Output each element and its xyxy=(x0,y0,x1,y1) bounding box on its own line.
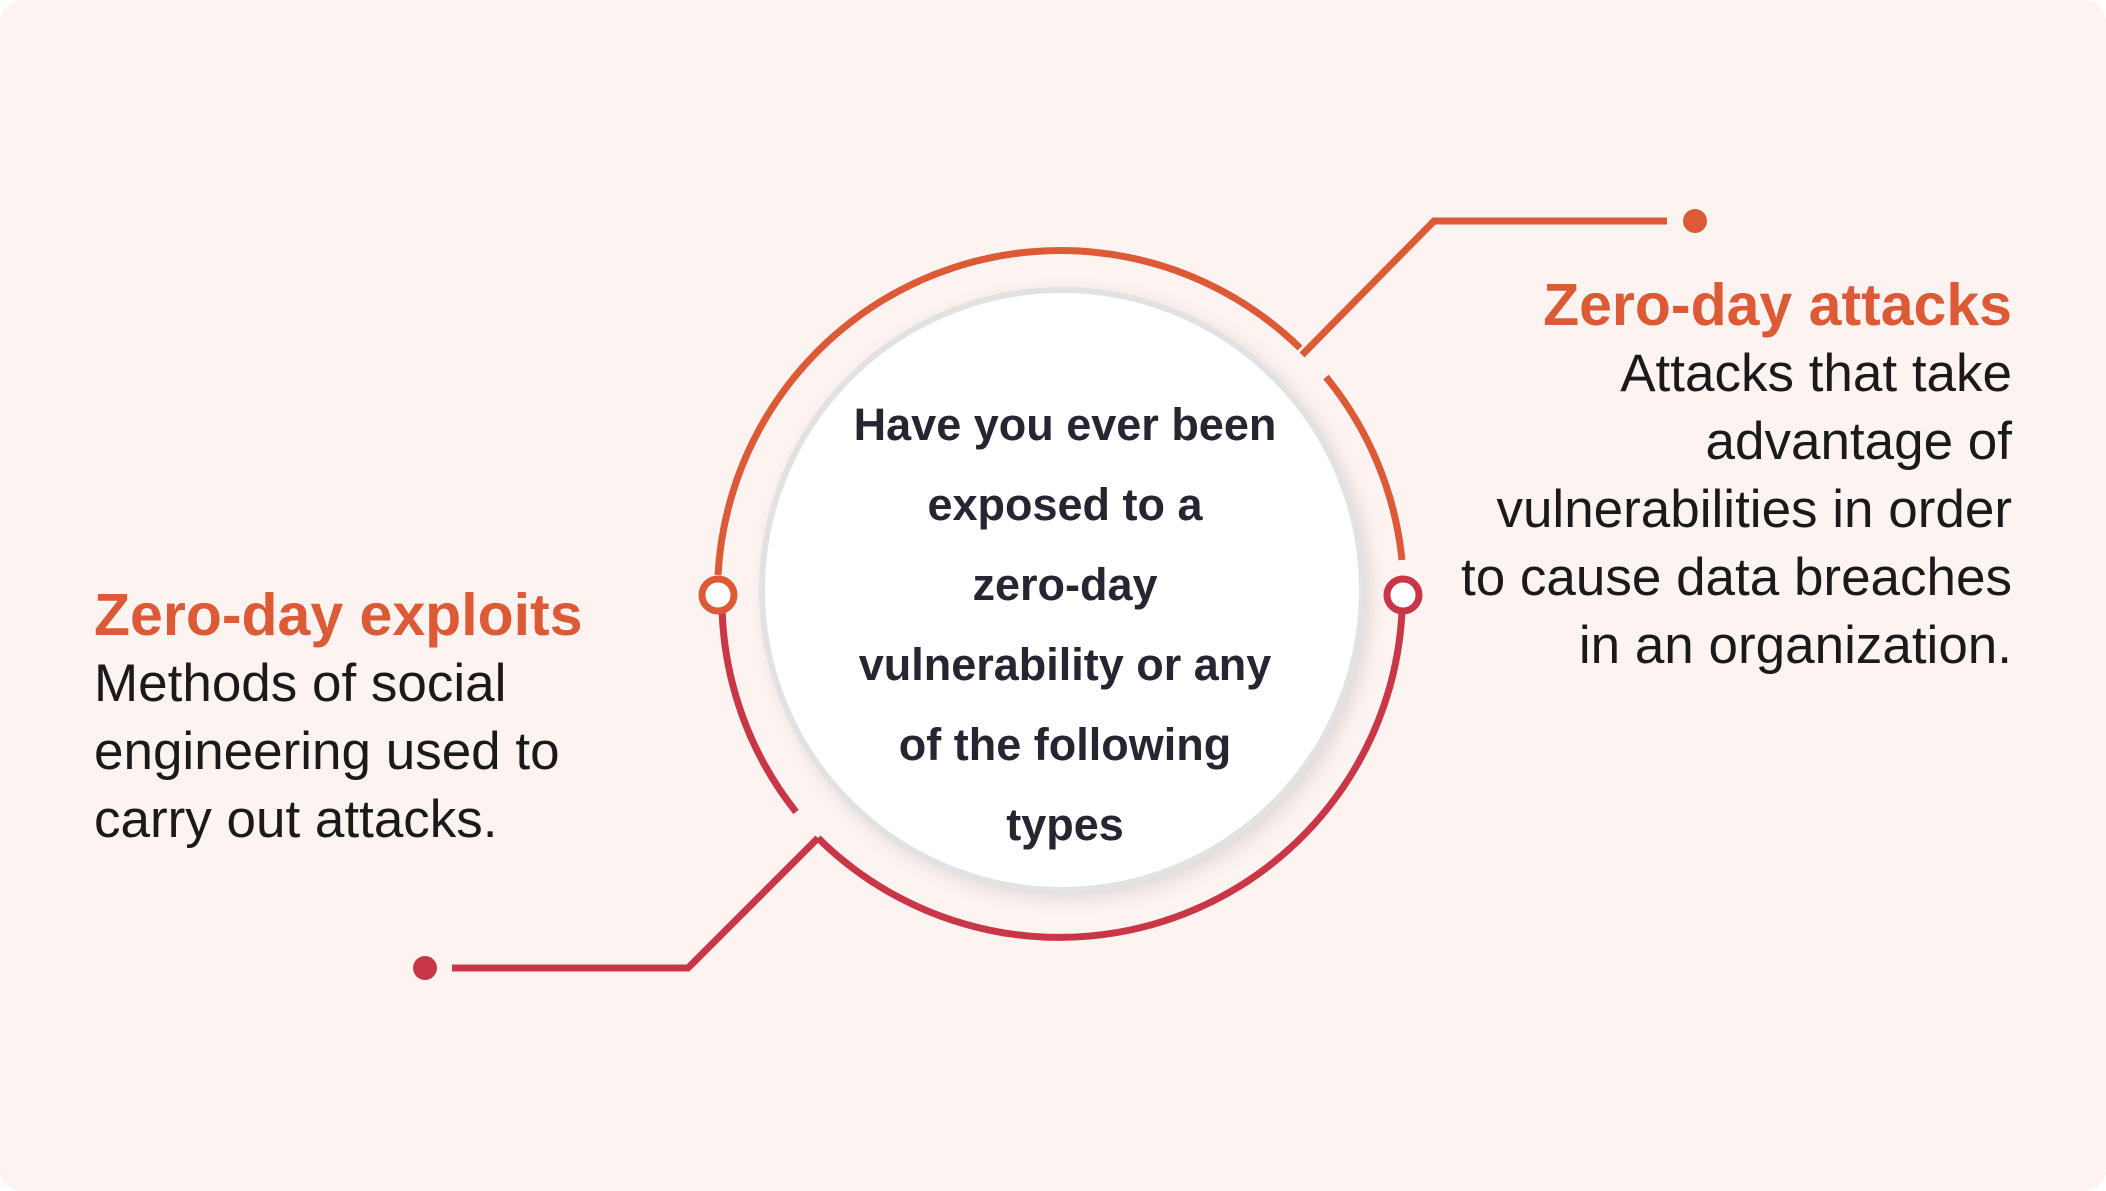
connector-left-dot xyxy=(413,956,437,980)
left-description-line: Methods of social xyxy=(94,654,507,713)
outer-ring-crimson-arc xyxy=(815,611,1406,941)
outer-ring-crimson-left-arc xyxy=(718,607,799,815)
right-description: Attacks that take advantage of vulnerabi… xyxy=(1380,340,2012,680)
right-description-line: vulnerabilities in order xyxy=(1496,480,2012,539)
center-question-line: Have you ever been xyxy=(853,399,1277,450)
center-question: Have you ever been exposed to a zero-day… xyxy=(830,385,1300,865)
right-description-line: in an organization. xyxy=(1578,616,2012,675)
connector-right xyxy=(1299,217,1667,358)
right-description-line: Attacks that take xyxy=(1620,344,2012,403)
right-description-line: advantage of xyxy=(1705,412,2012,471)
outer-ring-orange-arc xyxy=(714,247,1303,576)
center-question-line: types xyxy=(1006,799,1124,850)
center-question-line: zero-day xyxy=(972,559,1158,610)
center-disc-rim xyxy=(759,287,1365,893)
left-ring-node xyxy=(698,575,738,615)
left-info-block: Zero-day exploits Methods of social engi… xyxy=(94,580,654,854)
right-heading: Zero-day attacks xyxy=(1543,272,2012,338)
center-question-line: of the following xyxy=(898,719,1232,770)
center-question-line: exposed to a xyxy=(927,479,1203,530)
left-description-line: carry out attacks. xyxy=(94,790,498,849)
right-info-block: Zero-day attacks Attacks that take advan… xyxy=(1380,270,2012,680)
center-question-line: vulnerability or any xyxy=(858,639,1272,690)
connector-right-dot xyxy=(1683,209,1707,233)
right-description-line: to cause data breaches xyxy=(1461,548,2012,607)
center-disc xyxy=(762,290,1362,890)
right-ring-node xyxy=(1383,575,1423,615)
left-heading: Zero-day exploits xyxy=(94,582,583,648)
connector-left xyxy=(452,835,821,972)
left-description-line: engineering used to xyxy=(94,722,560,781)
outer-ring-orange-right-arc xyxy=(1323,374,1406,561)
left-description: Methods of social engineering used to ca… xyxy=(94,650,654,854)
